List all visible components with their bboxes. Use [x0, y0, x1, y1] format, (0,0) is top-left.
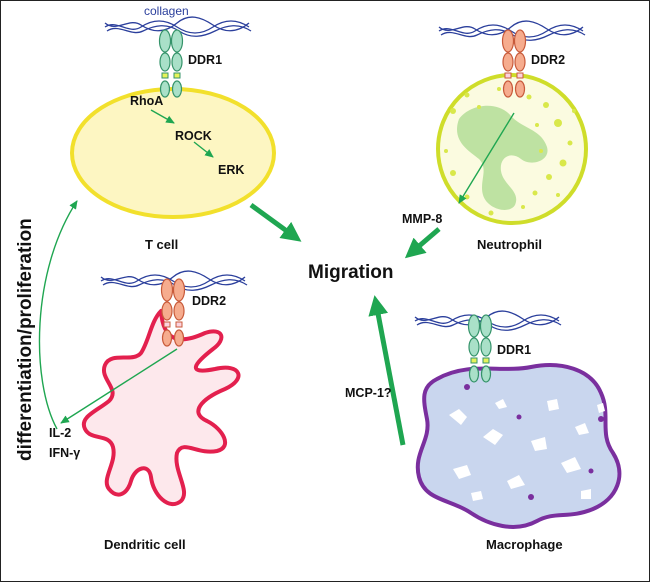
neutrophil-migration-arrow	[404, 227, 441, 259]
differentiation-proliferation-label: differentiation/proliferation	[15, 218, 36, 461]
ddr2-label-neutrophil: DDR2	[531, 53, 565, 67]
t-cell-body	[70, 87, 276, 219]
rock-erk-arrow	[193, 141, 214, 158]
rock-label: ROCK	[175, 129, 212, 143]
rhoa-rock-arrow	[150, 109, 175, 124]
neutrophil	[436, 20, 588, 225]
ddr1-label-tcell: DDR1	[188, 53, 222, 67]
t-cell	[70, 16, 276, 219]
macrophage-vacuoles	[449, 399, 605, 501]
cytokine-secretion-arrow	[60, 348, 178, 424]
mmp8-label: MMP-8	[402, 212, 442, 226]
dendritic-cell-label: Dendritic cell	[104, 537, 186, 552]
macrophage-label: Macrophage	[486, 537, 563, 552]
mcp1-label: MCP-1?	[345, 386, 392, 400]
macrophage	[414, 310, 622, 529]
macrophage-granules	[464, 384, 604, 500]
erk-label: ERK	[218, 163, 244, 177]
differentiation-arrow	[38, 200, 78, 430]
macrophage-migration-arrow	[368, 295, 406, 446]
migration-label: Migration	[308, 262, 394, 283]
t-cell-label: T cell	[145, 237, 178, 252]
ddr2-label-dendritic: DDR2	[192, 294, 226, 308]
dendritic-cell-body	[81, 309, 241, 506]
macrophage-body	[415, 363, 622, 529]
ddr1-label-macrophage: DDR1	[497, 343, 531, 357]
neutrophil-nucleus	[457, 105, 548, 210]
neutrophil-granules	[444, 87, 576, 216]
rhoa-label: RhoA	[130, 94, 163, 108]
collagen-label: collagen	[144, 4, 189, 18]
neutrophil-label: Neutrophil	[477, 237, 542, 252]
ddr1-receptor-tcell	[158, 29, 184, 98]
dendritic-cell	[60, 270, 248, 506]
tcell-migration-arrow	[249, 202, 302, 242]
ifng-label: IFN-γ	[49, 446, 80, 460]
mmp8-secretion-arrow	[458, 112, 515, 204]
il2-label: IL-2	[49, 426, 71, 440]
